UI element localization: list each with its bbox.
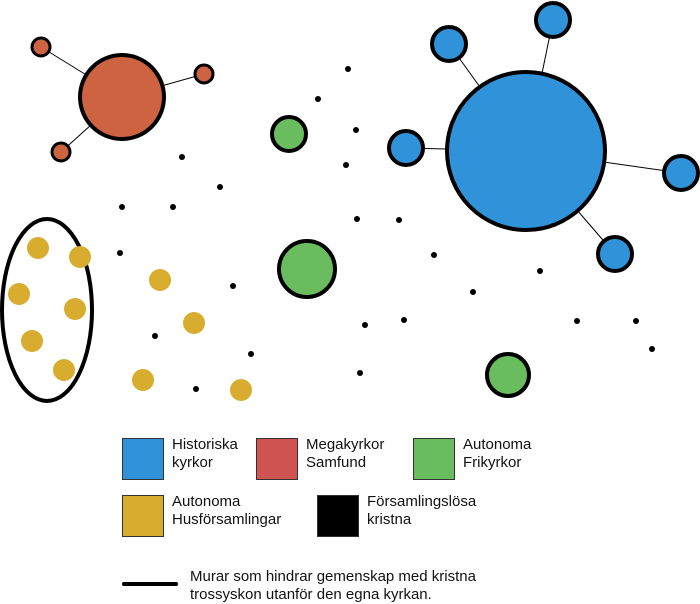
forsamlingslos-dot [193, 386, 199, 392]
forsamlingslos-dot [396, 217, 402, 223]
forsamlingslos-dot [649, 346, 655, 352]
husforsamling-node [183, 312, 205, 334]
forsamlingslos-dot [357, 370, 363, 376]
forsamlingslos-dot [179, 154, 185, 160]
forsamlingslos-dot [345, 66, 351, 72]
forsamlingslos-dot [353, 127, 359, 133]
megakyrka-hub-node [78, 53, 166, 141]
forsamlingslos-dot [401, 317, 407, 323]
forsamlingslos-dot [217, 184, 223, 190]
legend-swatch-megakyrkor [256, 438, 298, 480]
forsamlingslos-dot [315, 96, 321, 102]
husforsamling-node [21, 330, 43, 352]
husforsamling-node [64, 298, 86, 320]
forsamlingslos-dot [170, 204, 176, 210]
forsamlingslos-dot [431, 252, 437, 258]
legend-label-frikyrkor: Autonoma Frikyrkor [463, 436, 532, 471]
megakyrka-satellite-node [50, 141, 72, 163]
husforsamling-node [230, 379, 252, 401]
husforsamling-node [149, 269, 171, 291]
forsamlingslos-dot [633, 318, 639, 324]
wall-ellipse [0, 217, 94, 403]
forsamlingslos-dot [537, 268, 543, 274]
frikyrka-node [277, 239, 337, 299]
legend-label-wall: Murar som hindrar gemenskap med kristna … [190, 568, 476, 603]
legend-swatch-historiska [122, 438, 164, 480]
historiska-satellite-node [430, 25, 468, 63]
forsamlingslos-dot [343, 162, 349, 168]
legend-swatch-husforsamlingar [122, 495, 164, 537]
frikyrka-node [485, 352, 531, 398]
legend-label-historiska: Historiska kyrkor [172, 436, 238, 471]
husforsamling-node [53, 359, 75, 381]
forsamlingslos-dot [248, 351, 254, 357]
husforsamling-node [27, 237, 49, 259]
legend-label-forsamlingslosa: Församlingslösa kristna [367, 493, 477, 528]
legend-label-husforsamlingar: Autonoma Husförsamlingar [172, 493, 282, 528]
legend-label-megakyrkor: Megakyrkor Samfund [306, 436, 385, 471]
historiska-satellite-node [534, 1, 572, 39]
forsamlingslos-dot [362, 322, 368, 328]
historiska-satellite-node [596, 235, 634, 273]
forsamlingslos-dot [117, 250, 123, 256]
forsamlingslos-dot [574, 318, 580, 324]
legend-swatch-forsamlingslosa [317, 495, 359, 537]
megakyrka-satellite-node [193, 63, 215, 85]
legend-item-frikyrkor: Autonoma Frikyrkor [413, 436, 532, 480]
legend-item-historiska: Historiska kyrkor [122, 436, 238, 480]
frikyrka-node [270, 115, 308, 153]
husforsamling-node [69, 246, 91, 268]
legend-item-megakyrkor: Megakyrkor Samfund [256, 436, 385, 480]
husforsamling-node [8, 283, 30, 305]
legend-item-forsamlingslosa: Församlingslösa kristna [317, 493, 477, 537]
forsamlingslos-dot [354, 216, 360, 222]
legend-swatch-frikyrkor [413, 438, 455, 480]
wall-line-sample [122, 582, 178, 586]
legend-item-wall: Murar som hindrar gemenskap med kristna … [122, 568, 476, 604]
megakyrka-satellite-node [30, 36, 52, 58]
historiska-satellite-node [662, 154, 700, 192]
historiska-hub-node [445, 70, 607, 232]
historiska-satellite-node [387, 129, 425, 167]
forsamlingslos-dot [119, 204, 125, 210]
forsamlingslos-dot [230, 283, 236, 289]
husforsamling-node [132, 369, 154, 391]
legend-item-husforsamlingar: Autonoma Husförsamlingar [122, 493, 282, 537]
forsamlingslos-dot [470, 289, 476, 295]
forsamlingslos-dot [152, 333, 158, 339]
